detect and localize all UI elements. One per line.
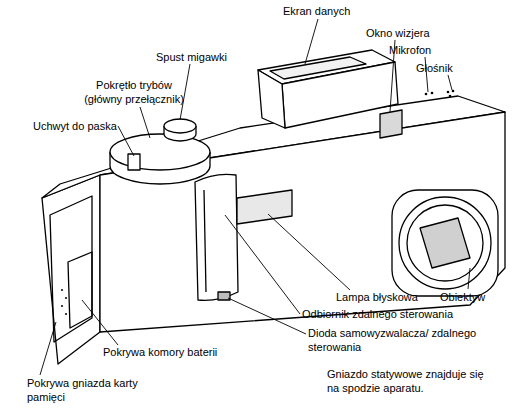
leader-line [40, 322, 56, 375]
lens-ring [399, 197, 491, 289]
lens-ring [407, 205, 483, 281]
flash-lamp [237, 190, 292, 224]
leader-line [268, 214, 350, 290]
leader-line [118, 126, 134, 156]
part-label: Okno wizjera [366, 26, 430, 40]
battery-cover [68, 252, 92, 328]
leader-line [82, 300, 118, 345]
leader-line [140, 107, 150, 138]
part-label: Ekran danych [283, 4, 350, 18]
leader-lines [40, 19, 470, 375]
self-timer-led [218, 292, 230, 300]
part-label: Obiektyw [440, 290, 485, 304]
leader-line [305, 19, 318, 64]
card-cover [50, 196, 92, 342]
shutter-button [164, 119, 196, 133]
strap-lug [128, 154, 140, 170]
leader-line [228, 298, 306, 334]
leader-line [180, 64, 190, 120]
lens-glass [420, 218, 470, 268]
data-screen [270, 57, 366, 79]
part-label: Gniazdo statywowe znajduje się na spodzi… [327, 367, 487, 395]
speaker-dots [61, 90, 454, 315]
camera-side [42, 175, 100, 364]
leader-line [448, 75, 452, 90]
part-label: Mikrofon [389, 43, 431, 57]
lens-housing [392, 190, 498, 296]
part-label: Odbiornik zdalnego sterowania [302, 307, 453, 321]
part-label: Uchwyt do paska [33, 119, 117, 133]
part-label: Lampa błyskowa [336, 290, 418, 304]
part-label: Spust migawki [156, 50, 227, 64]
part-label: Pokrywa komory baterii [103, 345, 217, 359]
viewfinder-window [380, 110, 402, 138]
leader-line [468, 268, 470, 289]
hump-side [258, 70, 285, 128]
grip-edge [204, 190, 206, 292]
part-label: Pokrętło trybów (główny przełącznik) [84, 78, 184, 106]
camera-front [100, 112, 505, 332]
leader-line [225, 215, 300, 314]
part-label: Dioda samowyzwalacza/ zdalnego sterowani… [308, 326, 518, 354]
part-label: Głośnik [416, 61, 453, 75]
grip [195, 174, 238, 300]
part-label: Pokrywa gniazda karty pamięci [27, 376, 149, 404]
